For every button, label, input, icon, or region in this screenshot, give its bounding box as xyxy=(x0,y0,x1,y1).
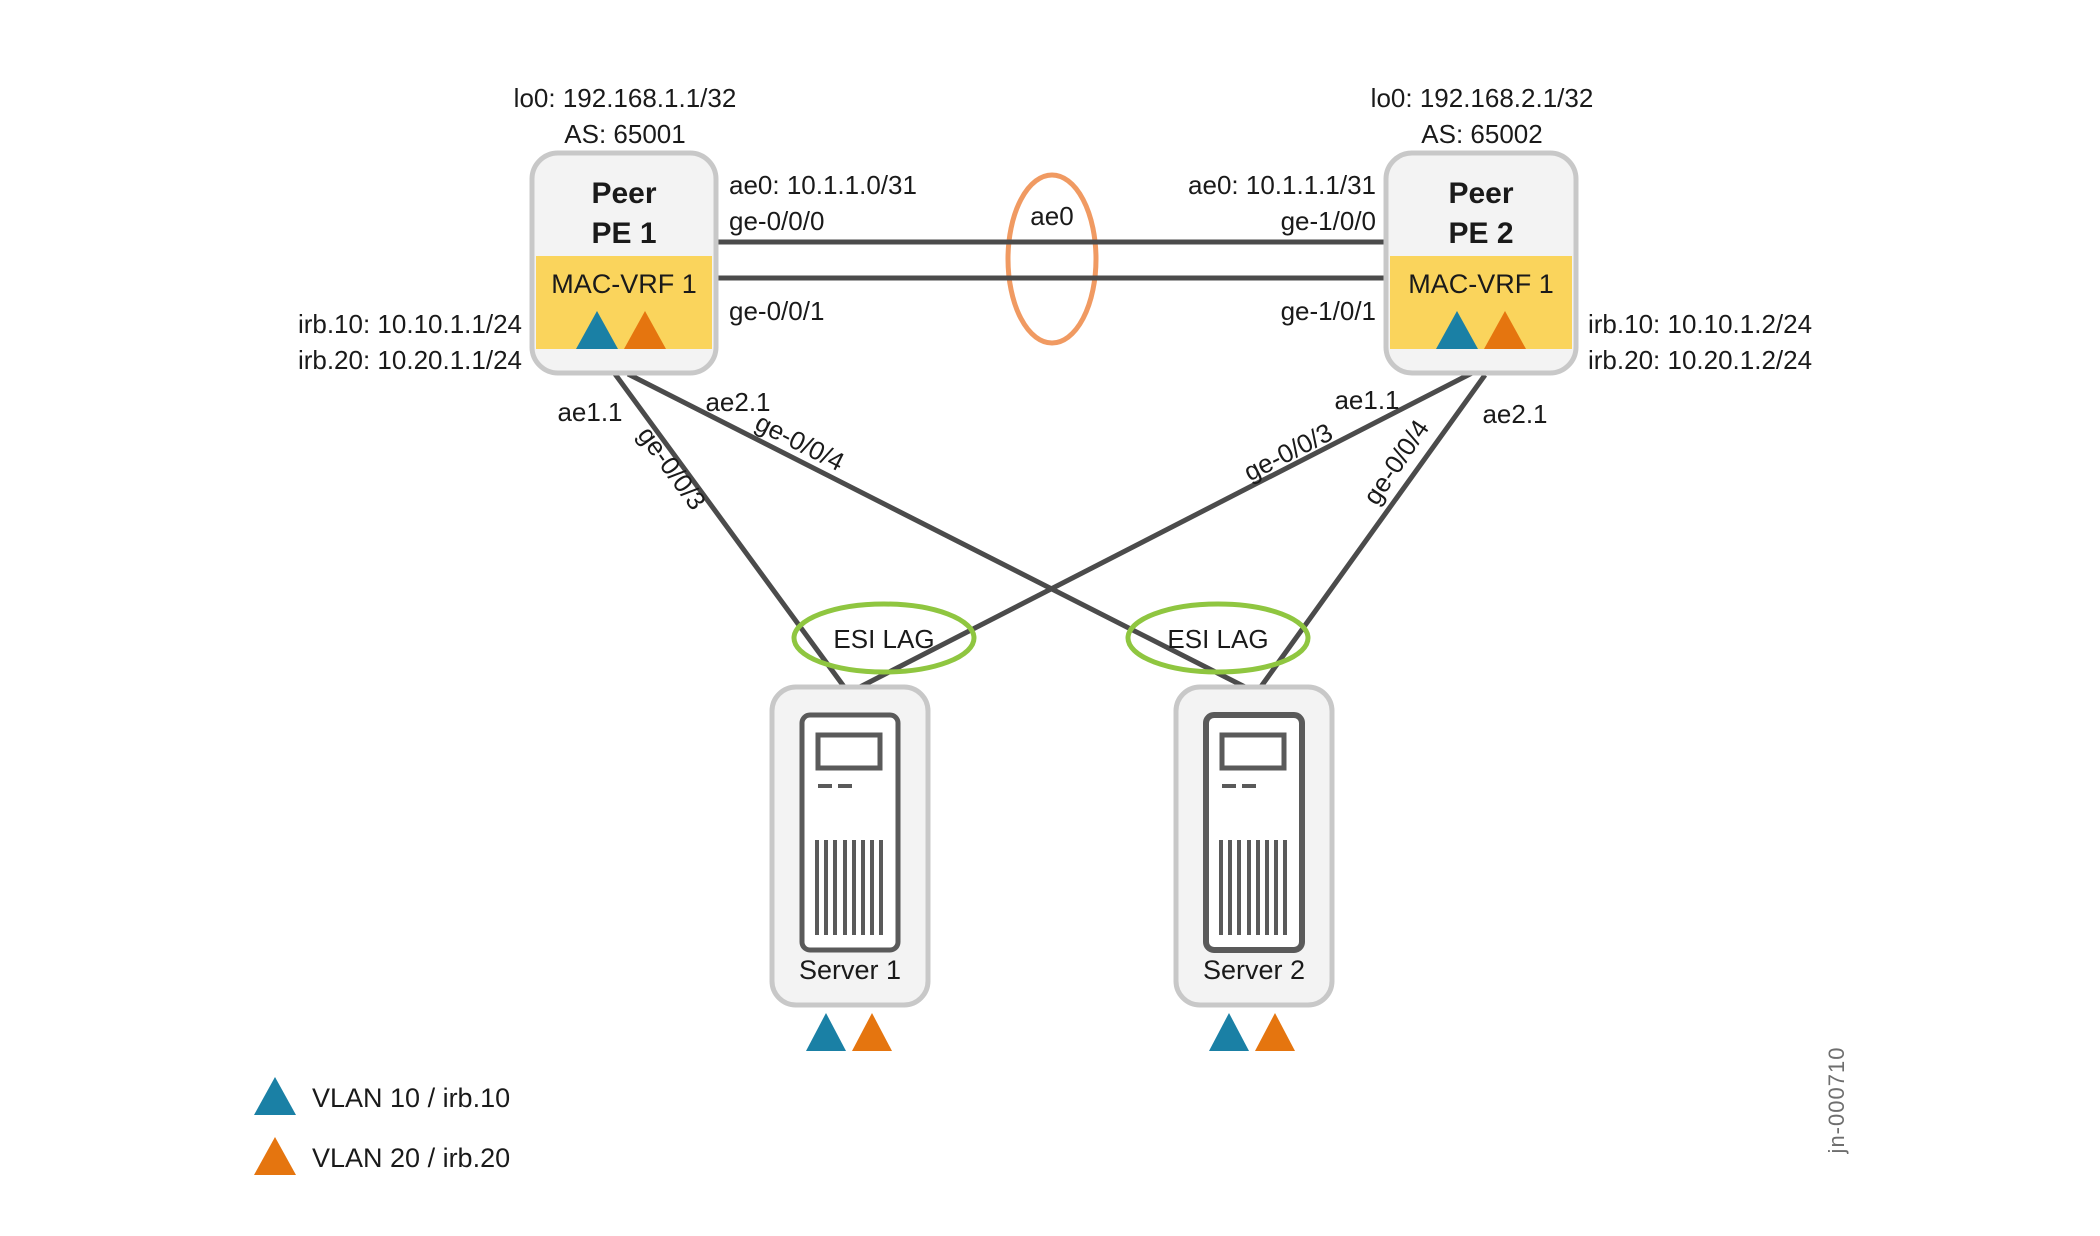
legend-vlan20-label: VLAN 20 / irb.20 xyxy=(312,1143,511,1173)
figure-id: jn-000710 xyxy=(1824,1046,1849,1154)
pe1-core-label-block: ae0: 10.1.1.0/31 ge-0/0/0 xyxy=(729,167,917,239)
server2-vlan20-triangle-icon xyxy=(1255,1013,1295,1051)
pe1-vrf-band xyxy=(536,256,712,349)
pe1-core-port-top: ge-0/0/0 xyxy=(729,206,825,236)
esi-lag-left-label: ESI LAG xyxy=(833,624,935,654)
link-pe2-server2 xyxy=(1257,373,1488,690)
pe1-core-subnet: ae0: 10.1.1.0/31 xyxy=(729,170,917,200)
pe1-irb-block: irb.10: 10.10.1.1/24 irb.20: 10.20.1.1/2… xyxy=(232,306,522,378)
pe2-loopback: lo0: 192.168.2.1/32 xyxy=(1370,83,1594,113)
server2-vlan10-triangle-icon xyxy=(1209,1013,1249,1051)
pe1-title-line2: PE 1 xyxy=(591,217,657,250)
pe1-vlan20-triangle-icon xyxy=(624,311,666,349)
pe2-vlan20-triangle-icon xyxy=(1484,311,1526,349)
pe1-vrf-label: MAC-VRF 1 xyxy=(551,269,697,299)
pe1-title-line1: Peer xyxy=(591,177,657,210)
pe2-title-line2: PE 2 xyxy=(1448,217,1514,250)
link-pe1-server2 xyxy=(626,371,1249,691)
pe2-loopback-block: lo0: 192.168.2.1/32 AS: 65002 xyxy=(1312,80,1652,152)
pe2-ae1-label: ae1.1 xyxy=(1334,385,1400,415)
legend-vlan10-triangle-icon xyxy=(254,1077,296,1115)
pe2-core-port-top: ge-1/0/0 xyxy=(1280,206,1376,236)
pe2-title: Peer PE 2 xyxy=(1386,174,1576,254)
pe1-vlan10-triangle-icon xyxy=(576,311,618,349)
pe2-irb-block: irb.10: 10.10.1.2/24 irb.20: 10.20.1.2/2… xyxy=(1588,306,1888,378)
link-pe1-server1 xyxy=(612,372,848,690)
pe2-as-number: AS: 65002 xyxy=(1421,119,1543,149)
server2-icon xyxy=(1173,684,1335,1008)
legend-vlan20-triangle-icon xyxy=(254,1137,296,1175)
pe1-title: Peer PE 1 xyxy=(532,174,716,254)
pe1-loopback-block: lo0: 192.168.1.1/32 AS: 65001 xyxy=(455,80,795,152)
esi-lag-ellipse-right-icon xyxy=(1125,601,1311,675)
pe2-irb10: irb.10: 10.10.1.2/24 xyxy=(1588,309,1813,339)
pe2-vrf-label: MAC-VRF 1 xyxy=(1408,269,1554,299)
pe2-irb20: irb.20: 10.20.1.2/24 xyxy=(1588,345,1813,375)
pe1-irb20: irb.20: 10.20.1.1/24 xyxy=(297,345,522,375)
pe2-core-label-block: ae0: 10.1.1.1/31 ge-1/0/0 xyxy=(1036,167,1376,239)
ae0-lag-label: ae0 xyxy=(1030,201,1074,231)
pe2-title-line1: Peer xyxy=(1448,177,1514,210)
pe2-core-subnet: ae0: 10.1.1.1/31 xyxy=(1188,170,1376,200)
esi-lag-ellipse-left-icon xyxy=(791,601,977,675)
pe1-loopback: lo0: 192.168.1.1/32 xyxy=(513,83,737,113)
ae0-lag-ellipse-icon xyxy=(1005,172,1099,346)
legend-vlan10-label: VLAN 10 / irb.10 xyxy=(312,1083,511,1113)
server1-vlan20-triangle-icon xyxy=(852,1013,892,1051)
server2-label: Server 2 xyxy=(1202,955,1306,985)
pe2-vlan10-triangle-icon xyxy=(1436,311,1478,349)
pe1-as-number: AS: 65001 xyxy=(564,119,686,149)
pe2-vrf-band xyxy=(1390,256,1572,349)
pe1-core-port-bottom: ge-0/0/1 xyxy=(729,296,825,326)
pe1-irb10: irb.10: 10.10.1.1/24 xyxy=(297,309,522,339)
link-pe2-server1 xyxy=(856,370,1474,691)
pe2-core-port-bottom: ge-1/0/1 xyxy=(1280,296,1376,326)
pe1-ae2-label: ae2.1 xyxy=(705,387,771,417)
pe1-ae1-label: ae1.1 xyxy=(557,397,623,427)
server1-icon xyxy=(769,684,931,1008)
pe2-ae2-label: ae2.1 xyxy=(1482,399,1548,429)
server1-vlan10-triangle-icon xyxy=(806,1013,846,1051)
esi-lag-right-label: ESI LAG xyxy=(1167,624,1269,654)
server1-label: Server 1 xyxy=(798,955,902,985)
